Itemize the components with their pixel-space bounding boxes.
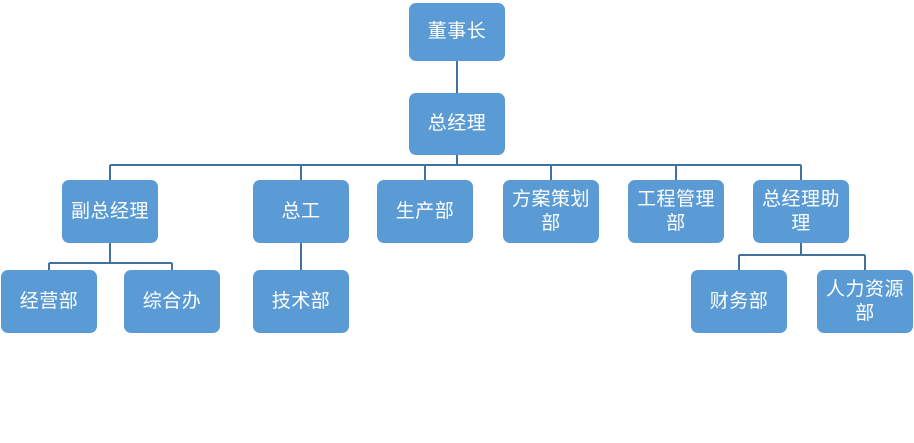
org-node-label: 总工 xyxy=(281,200,321,222)
org-node-eng-management[interactable]: 工程管理部 xyxy=(628,180,724,243)
org-node-label: 经营部 xyxy=(19,290,79,312)
org-node-label: 方案策划部 xyxy=(511,189,590,234)
org-node-label: 技术部 xyxy=(271,290,331,312)
org-node-label: 副总经理 xyxy=(70,200,149,222)
org-node-technical[interactable]: 技术部 xyxy=(253,270,349,333)
org-node-label: 董事长 xyxy=(427,21,487,43)
org-node-label: 工程管理部 xyxy=(636,189,715,234)
org-node-general-manager[interactable]: 总经理 xyxy=(409,93,505,155)
org-node-label: 总经理 xyxy=(427,113,487,135)
org-node-production[interactable]: 生产部 xyxy=(377,180,473,243)
org-node-human-resources[interactable]: 人力资源部 xyxy=(817,270,913,333)
org-node-general-office[interactable]: 综合办 xyxy=(124,270,220,333)
org-node-chief-engineer[interactable]: 总工 xyxy=(253,180,349,243)
org-node-finance[interactable]: 财务部 xyxy=(691,270,787,333)
org-node-label: 生产部 xyxy=(395,200,455,222)
org-node-label: 总经理助理 xyxy=(761,189,840,234)
org-node-gm-assistant[interactable]: 总经理助理 xyxy=(753,180,849,243)
org-node-label: 人力资源部 xyxy=(825,279,904,324)
org-node-operations[interactable]: 经营部 xyxy=(1,270,97,333)
org-node-label: 综合办 xyxy=(142,290,202,312)
org-node-label: 财务部 xyxy=(709,290,769,312)
org-node-chairman[interactable]: 董事长 xyxy=(409,3,505,61)
org-node-plan-planning[interactable]: 方案策划部 xyxy=(503,180,599,243)
org-node-deputy-gm[interactable]: 副总经理 xyxy=(62,180,158,243)
